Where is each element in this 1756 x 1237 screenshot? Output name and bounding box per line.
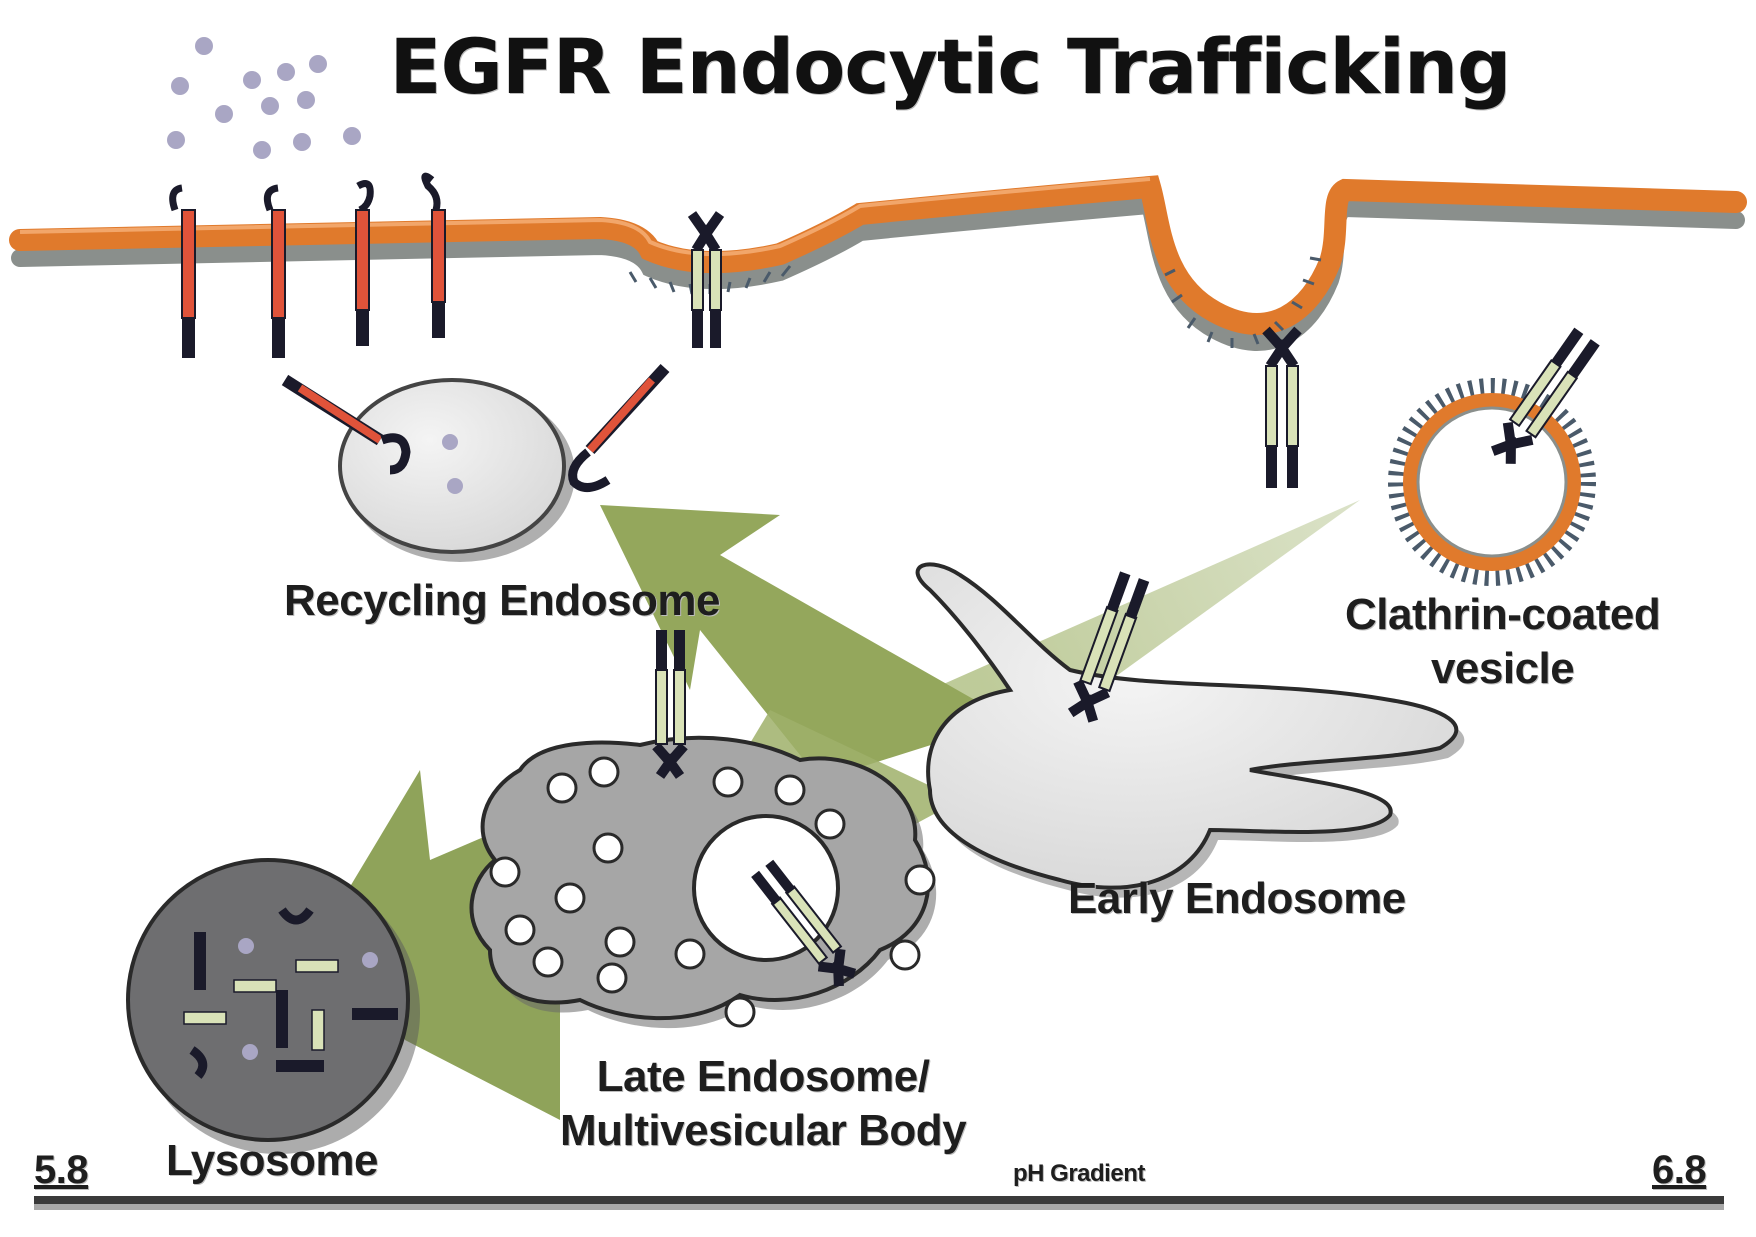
- receptor-monomer: [421, 172, 446, 338]
- egf-ligands: [167, 37, 361, 159]
- ph-left-value: 5.8: [34, 1148, 89, 1192]
- receptor-dimer-deep-pit: [1262, 326, 1302, 488]
- intraluminal-vesicles: [489, 756, 936, 1028]
- ph-right-value: 6.8: [1652, 1148, 1707, 1192]
- label-clathrin-line1: Clathrin-coated: [1345, 590, 1661, 639]
- receptor-monomer: [169, 184, 196, 358]
- receptor-monomer: [355, 180, 374, 346]
- ph-gradient-label: pH Gradient: [1013, 1160, 1145, 1187]
- lysosome: [126, 858, 420, 1154]
- label-clathrin-line2: vesicle: [1430, 644, 1575, 693]
- label-late-line2: Multivesicular Body: [560, 1106, 967, 1155]
- label-recycling-endosome: Recycling Endosome: [284, 576, 721, 625]
- late-endosome: [469, 630, 937, 1029]
- membrane-highlight: [19, 177, 1151, 257]
- recycling-endosome: [281, 363, 670, 562]
- diagram-title: EGFR Endocytic Trafficking: [389, 22, 1512, 111]
- label-lysosome: Lysosome: [166, 1136, 379, 1185]
- early-endosome: [915, 562, 1465, 898]
- receptor-dimer-pit: [687, 211, 725, 348]
- label-late-line1: Late Endosome/: [596, 1052, 930, 1101]
- label-clathrin-coated-vesicle: Clathrin-coated vesicle: [1345, 588, 1661, 696]
- ph-gradient-bar: [34, 1196, 1724, 1210]
- receptor-monomer: [263, 184, 286, 358]
- label-late-endosome: Late Endosome/ Multivesicular Body: [560, 1050, 967, 1158]
- clathrin-coated-vesicle: [1388, 327, 1600, 586]
- degraded-fragments: [183, 907, 398, 1079]
- surface-receptors: [169, 172, 446, 358]
- label-early-endosome: Early Endosome: [1068, 874, 1406, 923]
- arrow-early-to-recycling: [600, 505, 1010, 780]
